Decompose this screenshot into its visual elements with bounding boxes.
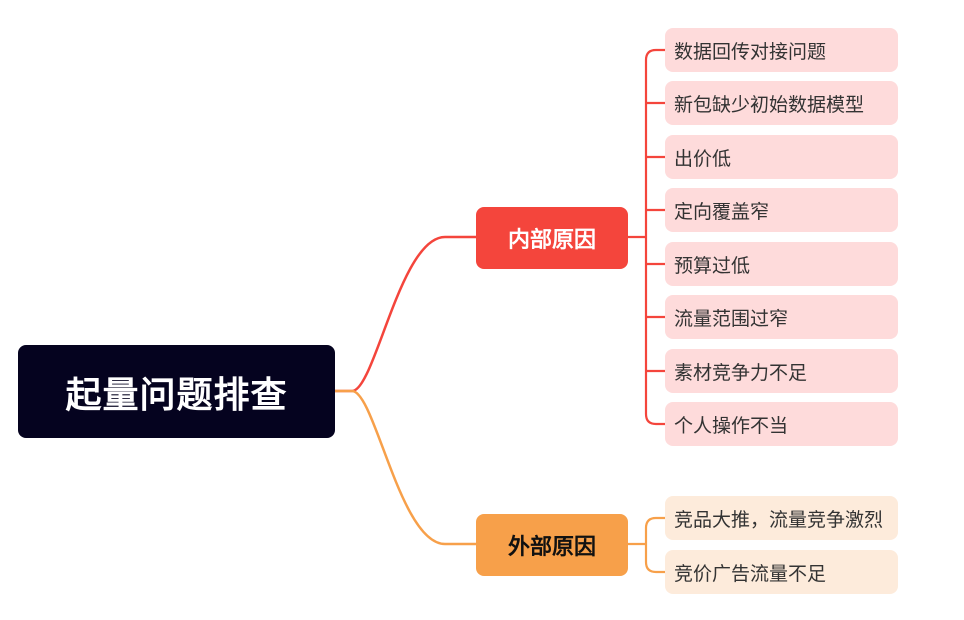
- branch-external-causes[interactable]: 外部原因: [476, 514, 628, 576]
- leaf-label: 数据回传对接问题: [674, 40, 827, 63]
- leaf-node[interactable]: 出价低: [665, 135, 898, 179]
- leaf-label: 素材竞争力不足: [674, 361, 808, 384]
- leaf-label: 定向覆盖窄: [674, 200, 770, 223]
- root-label: 起量问题排查: [65, 374, 288, 416]
- external-leaf-connectors: [628, 516, 665, 574]
- leaf-node[interactable]: 竞价广告流量不足: [665, 550, 898, 594]
- leaf-node[interactable]: 定向覆盖窄: [665, 188, 898, 232]
- branch-label: 外部原因: [507, 535, 596, 560]
- leaf-label: 个人操作不当: [674, 414, 789, 437]
- root-to-external-connector: [335, 389, 476, 546]
- root-to-internal-connector: [335, 235, 476, 393]
- leaf-node[interactable]: 竞品大推，流量竞争激烈: [665, 496, 898, 540]
- leaf-label: 流量范围过窄: [674, 307, 789, 330]
- root-node[interactable]: 起量问题排查: [18, 345, 335, 438]
- leaf-label: 新包缺少初始数据模型: [674, 93, 865, 116]
- leaf-node[interactable]: 素材竞争力不足: [665, 349, 898, 393]
- internal-leaf-connectors: [628, 48, 665, 426]
- branch-label: 内部原因: [507, 228, 596, 253]
- branch-internal-causes[interactable]: 内部原因: [476, 207, 628, 269]
- leaf-label: 出价低: [674, 147, 732, 170]
- leaf-node[interactable]: 个人操作不当: [665, 402, 898, 446]
- leaf-label: 竞品大推，流量竞争激烈: [674, 508, 884, 531]
- leaf-node[interactable]: 新包缺少初始数据模型: [665, 81, 898, 125]
- leaf-node[interactable]: 预算过低: [665, 242, 898, 286]
- leaf-node[interactable]: 数据回传对接问题: [665, 28, 898, 72]
- leaf-label: 预算过低: [674, 254, 751, 277]
- leaf-node[interactable]: 流量范围过窄: [665, 295, 898, 339]
- leaf-label: 竞价广告流量不足: [674, 562, 827, 585]
